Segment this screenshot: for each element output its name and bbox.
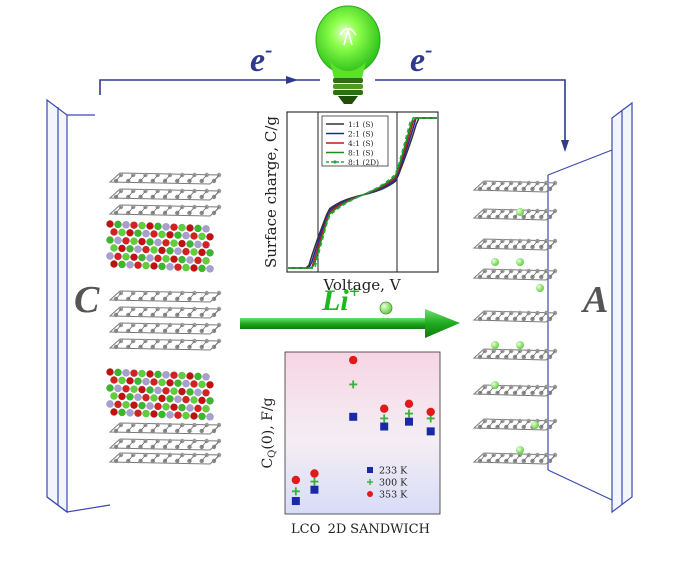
chart2-xtick-label: 2D [328,522,347,537]
li-ion-sphere [379,301,393,315]
chart2-point-300k [349,380,358,389]
light-bulb-icon [315,5,381,104]
chart2-legend-marker [367,479,373,485]
cathode-graphene-sheet [108,422,222,435]
anode-graphene-sheet [472,180,558,193]
chart2-legend-marker [367,491,373,497]
chart2-point-233k [310,485,319,494]
anode-graphene-sheet [472,418,558,431]
anode-li-ion [531,421,539,429]
anode-li-ion [536,284,544,292]
chart1-ylabel: Surface charge, C/g [262,116,280,268]
anode-graphene-sheet [472,268,558,281]
cathode-layer-stack [106,172,222,465]
anode-graphene-sheet [472,452,558,465]
chart2-point-233k [380,422,389,431]
anode-li-ion [491,258,499,266]
cathode-lco-block-lower [106,368,214,421]
anode-li-ion [491,381,499,389]
chart2-legend-label: 300 K [379,478,408,489]
cathode-graphene-sheet [108,338,222,351]
chart2-legend-label: 233 K [379,466,408,477]
cathode-plate [46,98,111,514]
chart1-legend-label: 8:1 (2D) [348,158,379,167]
anode-graphene-sheet [472,208,558,221]
chart2-legend-marker [367,467,373,473]
chart2-points [291,355,435,506]
chart2-point-353k [404,399,414,409]
cathode-graphene-sheet [108,204,222,217]
chart2-ylabel: CQ(0), F/g [260,397,278,468]
cathode-graphene-sheet [108,188,222,201]
chart2-point-353k [291,475,301,485]
chart1-curves [288,117,437,269]
chart2-xtick-label: LCO [291,522,320,537]
anode-layer-stack [472,180,558,465]
anode-label: A [581,279,608,321]
chart1-xlabel: Voltage, V [322,276,401,294]
chart2-plot-area [284,351,441,515]
cathode-graphene-sheet [108,322,222,335]
chart2-legend-label: 353 K [379,490,408,501]
chart2-xtick-label: SANDWICH [350,522,430,537]
anode-graphene-sheet [472,348,558,361]
chart2-point-353k [426,407,435,417]
electron-label-left: e- [250,37,272,79]
anode-plate [547,101,633,514]
circuit-wire [99,79,566,145]
chart2-point-300k [310,477,319,486]
surface-charge-chart: 1:1 (S)2:1 (S)4:1 (S)8:1 (S)8:1 (2D) Vol… [262,111,439,294]
cathode-graphene-sheet [108,172,222,185]
chart1-legend-label: 4:1 (S) [348,139,374,148]
chart1-legend: 1:1 (S)2:1 (S)4:1 (S)8:1 (S)8:1 (2D) [321,115,389,167]
anode-graphene-sheet [472,384,558,397]
chart2-point-353k [380,404,389,413]
anode-graphene-sheet [472,238,558,251]
cathode-graphene-sheet [108,290,222,303]
chart2-point-300k [291,487,300,496]
chart2-point-353k [310,469,319,478]
chart2-point-300k [405,409,413,418]
wire-arrowhead-left [286,76,298,84]
anode-graphene-sheet [472,310,558,323]
cathode-label: C [74,279,100,321]
anode-li-ion [516,208,524,216]
cathode-lco-block-upper [106,220,214,273]
chart1-series-line [288,117,437,269]
anode-li-ion [491,341,499,349]
wire-arrowhead-right [561,140,569,152]
anode-li-ion [516,341,524,349]
chart1-legend-label: 2:1 (S) [348,130,374,139]
anode-li-ion [516,258,524,266]
cathode-graphene-sheet [108,306,222,319]
cathode-graphene-sheet [108,452,222,465]
chart1-legend-label: 1:1 (S) [348,120,374,129]
chart1-legend-label: 8:1 (S) [348,149,374,158]
chart2-point-233k [291,497,300,506]
chart2-point-233k [405,417,413,426]
anode-li-ion [516,446,524,454]
li-ion-label: Li+ [321,281,360,317]
cathode-graphene-sheet [108,438,222,451]
chart2-point-300k [380,414,389,423]
li-ion-arrow [240,309,460,338]
chart2-point-353k [349,355,358,365]
chart2-point-233k [349,412,358,421]
chart2-point-233k [426,427,435,436]
electron-label-right: e- [410,37,432,79]
